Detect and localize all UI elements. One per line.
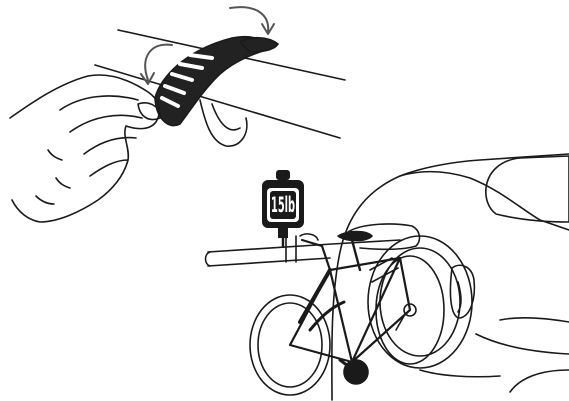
strap-loop xyxy=(200,100,247,146)
rack-arm xyxy=(208,240,400,252)
weight-gauge: 15lb xyxy=(262,170,304,248)
hand-outline xyxy=(10,75,159,222)
car-rack-panel xyxy=(206,154,569,400)
weight-label: 15lb xyxy=(271,193,295,217)
spare-tire xyxy=(368,236,472,368)
curved-arrow-icon xyxy=(230,7,268,32)
weight-gauge-knob xyxy=(276,170,290,180)
rear-bumper xyxy=(500,318,569,322)
